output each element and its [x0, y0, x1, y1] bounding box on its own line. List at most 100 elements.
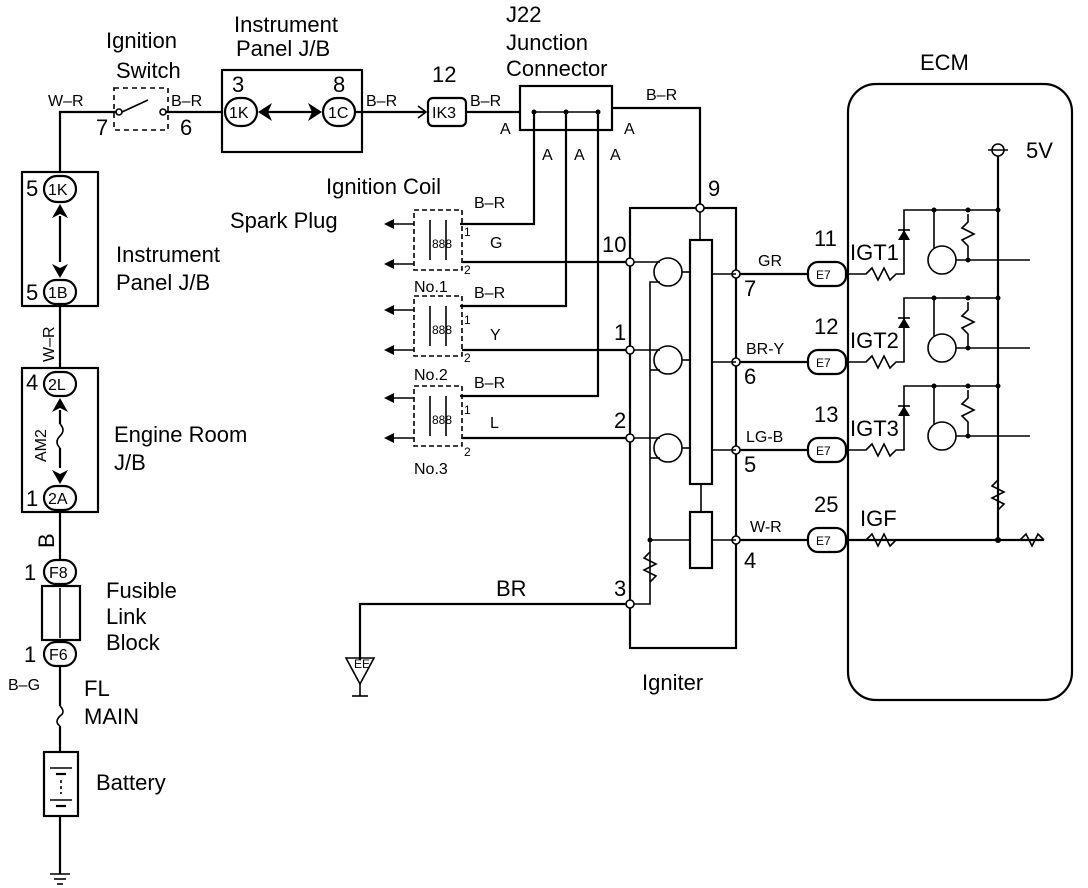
- ip-jb-top-pin-8: 8: [333, 72, 345, 97]
- igniter-pin-6: 6: [744, 364, 756, 389]
- flb-pin-bottom: 1: [24, 642, 36, 667]
- fl-main-label-2: MAIN: [84, 704, 139, 729]
- ground-ee-label: EE: [354, 657, 370, 671]
- flb-pin-top: 1: [24, 560, 36, 585]
- battery: Battery: [42, 750, 166, 818]
- wire-label-br: BR: [496, 576, 527, 601]
- wire-b-r-coil1: [460, 112, 536, 226]
- igniter-pin-5: 5: [744, 452, 756, 477]
- j22-label-3: Connector: [506, 56, 608, 81]
- flb-label-2: Link: [106, 604, 147, 629]
- j22-pin-a-3: A: [542, 147, 553, 164]
- ip-jb-left-conn-bottom: 1B: [48, 285, 68, 302]
- wire-label-b-r-1: B–R: [171, 93, 202, 110]
- coil2-pin-2: 2: [464, 351, 471, 365]
- flb-label-3: Block: [106, 630, 161, 655]
- ignition-coil-label: Ignition Coil: [326, 174, 441, 199]
- wire-label-b-g: B–G: [8, 677, 40, 694]
- ecm-pin-25: 25: [814, 492, 838, 517]
- wire-label-br-y: BR-Y: [746, 341, 785, 358]
- wire-label-b-r-coil2: B–R: [474, 285, 505, 302]
- ip-jb-top-pin-3: 3: [232, 72, 244, 97]
- fl-main-fuse-icon: [56, 705, 64, 727]
- am2-fuse-icon: [56, 423, 64, 449]
- ignition-switch-pin-6: 6: [180, 115, 192, 140]
- ecm-connector-e7-13: 13 E7: [806, 402, 848, 464]
- igniter-pin-2: 2: [614, 408, 626, 433]
- ignition-switch: Ignition Switch 7 6: [96, 28, 192, 140]
- ecm-connector-e7-25: 25 E7: [806, 492, 848, 554]
- j22-pin-a-4: A: [574, 147, 585, 164]
- igniter-label: Igniter: [642, 670, 703, 695]
- wire-label-b: B: [34, 533, 59, 548]
- coil1-pin-2: 2: [464, 263, 471, 277]
- wire-label-b-r-3: B–R: [470, 93, 501, 110]
- ignition-switch-label-1: Ignition: [106, 28, 177, 53]
- igniter-pin-9: 9: [708, 176, 720, 201]
- fusible-link-block: 1 F8 1 F6: [24, 558, 82, 668]
- connector-1k-top: [223, 96, 259, 128]
- j22-pin-a-1: A: [500, 121, 511, 138]
- ecm-signal-igt1: IGT1: [850, 240, 899, 265]
- ip-jb-top-label-2: Panel J/B: [236, 36, 330, 61]
- engine-room-jb-label-1: Engine Room: [114, 422, 247, 447]
- e7-12-label: E7: [816, 356, 831, 370]
- igniter-pin-7: 7: [744, 276, 756, 301]
- wire-label-lg-b: LG-B: [746, 429, 783, 446]
- igniter-box: [628, 206, 738, 650]
- coil1-label: No.1: [414, 279, 448, 296]
- wire-label-l: L: [490, 415, 499, 432]
- ignition-coil-no1: 888 1 2 No.1: [384, 209, 471, 296]
- wire-label-w-r-igf: W-R: [750, 519, 782, 536]
- ecm-pin-11: 11: [814, 226, 837, 251]
- igniter: Igniter 9 10 1 2 3 7 6 5 4: [602, 176, 756, 695]
- igniter-pin-3: 3: [614, 576, 626, 601]
- flb-conn-top: F8: [49, 565, 68, 582]
- wire-b-r-coil2: [460, 112, 568, 308]
- wire-b-r-igniter: [612, 106, 702, 208]
- j22-label-1: J22: [506, 2, 541, 27]
- am2-fuse-label: AM2: [33, 429, 50, 462]
- ecm-pin-12: 12: [814, 314, 838, 339]
- chassis-ground-icon: [50, 873, 70, 885]
- ecm-box: [846, 82, 1074, 702]
- ecm-signal-igt2: IGT2: [850, 328, 899, 353]
- connector-ik3: 12 IK3: [426, 62, 468, 128]
- igniter-pin-4: 4: [744, 548, 756, 573]
- e7-11-label: E7: [816, 268, 831, 282]
- ecm-5v-label: 5V: [1026, 138, 1053, 163]
- coil2-pin-1: 1: [464, 313, 471, 327]
- j22-pin-a-5: A: [610, 147, 621, 164]
- svg-text:888: 888: [432, 413, 452, 427]
- coil3-label: No.3: [414, 461, 448, 478]
- ik3-pin-12: 12: [432, 62, 456, 87]
- ignition-switch-label-2: Switch: [116, 58, 181, 83]
- flb-label-1: Fusible: [106, 578, 177, 603]
- fl-main-fuse: FL MAIN: [56, 676, 139, 729]
- ecm: ECM 5V IGT1 IGT2 IGT3 IGF: [846, 50, 1074, 702]
- e7-13-label: E7: [816, 444, 831, 458]
- connector-1c: [321, 96, 357, 128]
- ip-jb-left-pin-bottom: 5: [26, 280, 38, 305]
- svg-text:888: 888: [432, 323, 452, 337]
- e7-25-label: E7: [816, 534, 831, 548]
- wire-b-r-coil3: [460, 112, 600, 398]
- igniter-pin-10: 10: [602, 232, 626, 257]
- ecm-label: ECM: [920, 50, 969, 75]
- engine-room-jb-conn-top: 2L: [48, 377, 66, 394]
- j22-junction-connector: J22 Junction Connector A A A A A: [500, 2, 635, 164]
- ip-jb-left-label-2: Panel J/B: [116, 270, 210, 295]
- wire-label-w-r-vertical: W–R: [41, 326, 58, 362]
- wire-label-b-r-4: B–R: [646, 87, 677, 104]
- coil1-pin-1: 1: [464, 225, 471, 239]
- wire-label-gr: GR: [758, 253, 782, 270]
- engine-room-jb-pin-bottom: 1: [26, 486, 38, 511]
- igniter-pin-1: 1: [614, 320, 626, 345]
- coil3-pin-2: 2: [464, 445, 471, 459]
- spark-plug-label: Spark Plug: [230, 208, 338, 233]
- j22-label-2: Junction: [506, 30, 588, 55]
- engine-room-jb-pin-top: 4: [26, 370, 38, 395]
- ecm-connector-e7-12: 12 E7: [806, 314, 848, 376]
- flb-body: [40, 584, 82, 642]
